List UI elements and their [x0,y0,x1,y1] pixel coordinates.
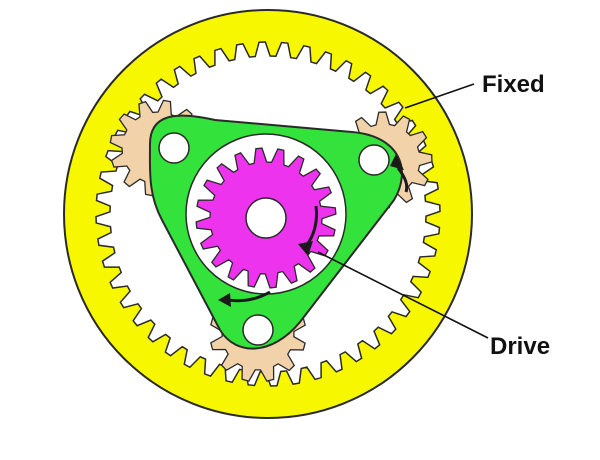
carrier-pin-hole [242,314,274,346]
callouts: Fixed Drive [317,71,550,360]
sun-rotation-arrow-head [298,241,313,256]
planet-rotation-arrow-head [390,154,404,170]
carrier-rotation-arrow-head [218,293,231,307]
drive-leader-line [317,251,489,339]
carrier-rotation-arrow [227,290,271,303]
carrier-pin-hole [358,144,390,176]
fixed-leader-line [404,83,475,109]
sun-gear [195,147,337,289]
sun-gear-hub [245,197,287,239]
fixed-label: Fixed [482,71,545,98]
carrier-pin-hole [158,132,190,164]
planet-rotation-arrow [396,167,409,193]
rotation-arrows [218,154,409,307]
drive-label: Drive [490,333,550,360]
